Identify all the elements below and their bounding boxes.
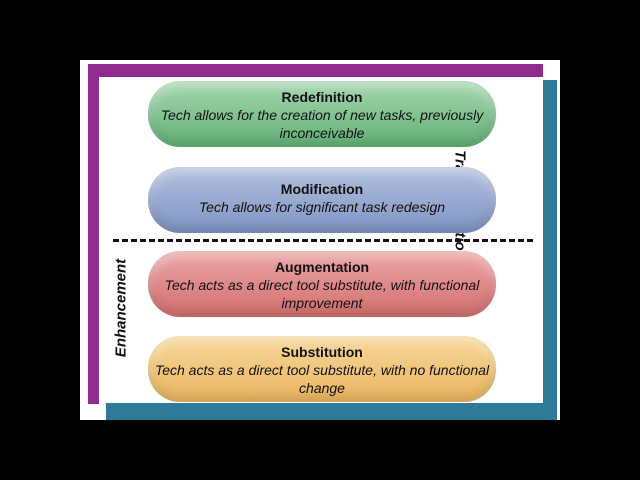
level-description: Tech allows for the creation of new task… xyxy=(160,107,484,141)
enhancement-frame-right xyxy=(543,80,557,420)
level-description: Tech acts as a direct tool substitute, w… xyxy=(154,362,490,396)
level-title: Augmentation xyxy=(274,259,370,275)
transformation-frame-top xyxy=(88,64,543,77)
transformation-frame-left xyxy=(88,64,99,404)
enhancement-frame-bottom xyxy=(106,403,557,420)
modification-level: Modification Tech allows for significant… xyxy=(148,167,496,233)
substitution-level: Substitution Tech acts as a direct tool … xyxy=(148,336,496,402)
level-description: Tech allows for significant task redesig… xyxy=(198,199,446,215)
redefinition-level: Redefinition Tech allows for the creatio… xyxy=(148,81,496,147)
enhancement-transformation-divider xyxy=(113,239,533,242)
level-title: Substitution xyxy=(281,344,363,360)
enhancement-label: Enhancement xyxy=(112,258,130,358)
level-title: Redefinition xyxy=(281,89,363,105)
samr-slide: Transformation Enhancement Redefinition … xyxy=(80,60,560,420)
level-description: Tech acts as a direct tool substitute, w… xyxy=(164,277,480,311)
level-title: Modification xyxy=(280,181,364,197)
augmentation-level: Augmentation Tech acts as a direct tool … xyxy=(148,251,496,317)
